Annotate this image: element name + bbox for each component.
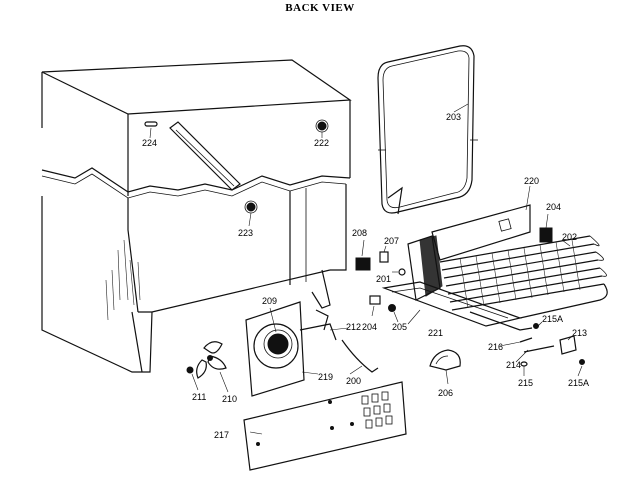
label-215: 215 bbox=[518, 378, 533, 388]
label-208: 208 bbox=[352, 228, 367, 238]
label-210: 210 bbox=[222, 394, 237, 404]
label-224: 224 bbox=[142, 138, 157, 148]
label-220: 220 bbox=[524, 176, 539, 186]
condenser-assembly bbox=[355, 204, 608, 331]
label-222: 222 bbox=[314, 138, 329, 148]
label-214: 214 bbox=[506, 360, 521, 370]
label-213: 213 bbox=[572, 328, 587, 338]
callout-labels: 224 222 223 203 220 204 202 208 207 201 … bbox=[142, 112, 589, 440]
label-201: 201 bbox=[376, 274, 391, 284]
label-207: 207 bbox=[384, 236, 399, 246]
label-211: 211 bbox=[192, 392, 206, 402]
label-205: 205 bbox=[392, 322, 407, 332]
label-209: 209 bbox=[262, 296, 277, 306]
label-215a-top: 215A bbox=[542, 314, 563, 324]
label-206: 206 bbox=[438, 388, 453, 398]
label-216: 216 bbox=[488, 342, 503, 352]
fan-assembly bbox=[186, 301, 379, 397]
diagram-title: BACK VIEW bbox=[285, 2, 355, 14]
label-212: 212 bbox=[346, 322, 361, 332]
label-204-bottom: 204 bbox=[362, 322, 377, 332]
label-203: 203 bbox=[446, 112, 461, 122]
label-200: 200 bbox=[346, 376, 361, 386]
label-215a-bottom: 215A bbox=[568, 378, 589, 388]
label-202: 202 bbox=[562, 232, 577, 242]
label-217: 217 bbox=[214, 430, 229, 440]
leader-lines bbox=[149, 103, 583, 435]
small-parts bbox=[369, 295, 585, 371]
access-cover-panel bbox=[243, 381, 407, 471]
label-219: 219 bbox=[318, 372, 333, 382]
label-223: 223 bbox=[238, 228, 253, 238]
cabinet-body bbox=[41, 59, 352, 373]
label-204-top: 204 bbox=[546, 202, 561, 212]
label-221: 221 bbox=[428, 328, 443, 338]
defrost-drain-loop bbox=[377, 45, 478, 215]
